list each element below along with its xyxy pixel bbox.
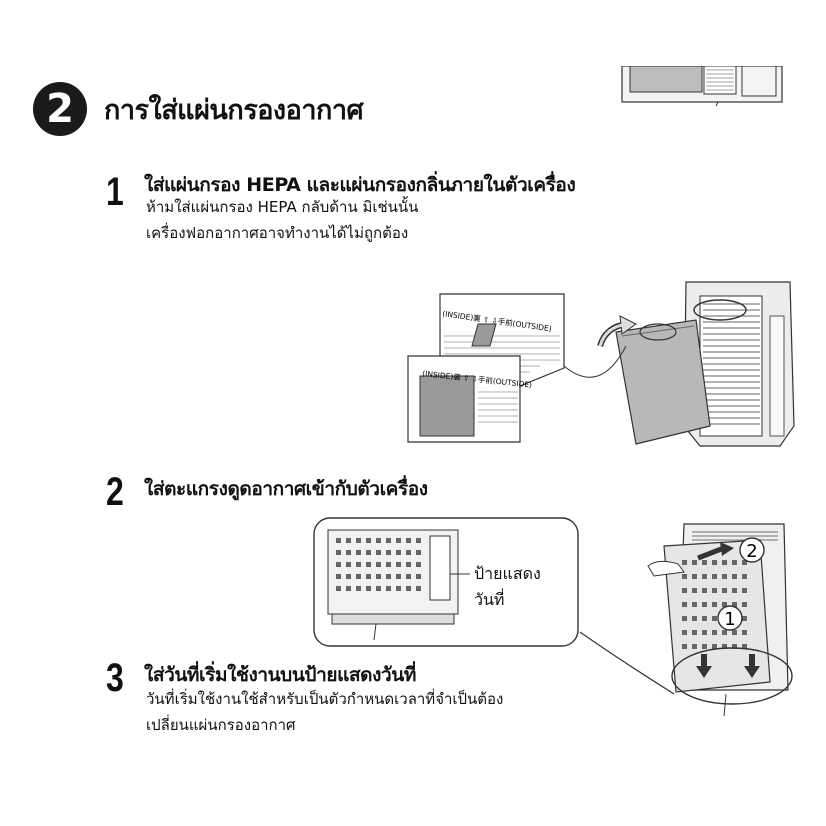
step-heading: ใส่ตะแกรงดูดอากาศเข้ากับตัวเครื่อง	[144, 478, 428, 500]
step-body-line: เปลี่ยนแผ่นกรองอากาศ	[146, 716, 296, 734]
step-heading: ใส่แผ่นกรอง HEPA และแผ่นกรองกลิ่นภายในตั…	[144, 174, 576, 196]
section-number: 2	[46, 86, 74, 132]
hepa-filter-illustration: (INSIDE)裏 ⇧ ⇩手前(OUTSIDE) (INSIDE)裏 ⇧ ⇩手前…	[407, 281, 795, 447]
step-body-line: เครื่องฟอกอากาศอาจทำงานได้ไม่ถูกต้อง	[146, 224, 409, 242]
section-number-badge: 2	[33, 82, 87, 136]
section-title: การใส่แผ่นกรองอากาศ	[104, 95, 364, 126]
date-tag-label-line: ป้ายแสดง	[474, 564, 541, 583]
date-tag-callout	[313, 517, 579, 647]
step-number: 2	[106, 470, 124, 514]
callout-step-2: 2	[746, 541, 757, 562]
step-body-line: วันที่เริ่มใช้งานใช้สำหรับเป็นตัวกำหนดเว…	[146, 690, 504, 708]
intake-grille-illustration: 2 1	[579, 523, 793, 717]
step-heading: ใส่วันที่เริ่มใช้งานบนป้ายแสดงวันที่	[144, 664, 416, 686]
callout-step-1: 1	[724, 609, 735, 630]
step-number: 1	[106, 170, 124, 214]
date-tag-label-line: วันที่	[474, 590, 505, 609]
step-body-line: ห้ามใส่แผ่นกรอง HEPA กลับด้าน มิเช่นนั้น	[146, 198, 419, 216]
top-unit-illustration	[621, 66, 783, 106]
step-number: 3	[106, 656, 124, 700]
